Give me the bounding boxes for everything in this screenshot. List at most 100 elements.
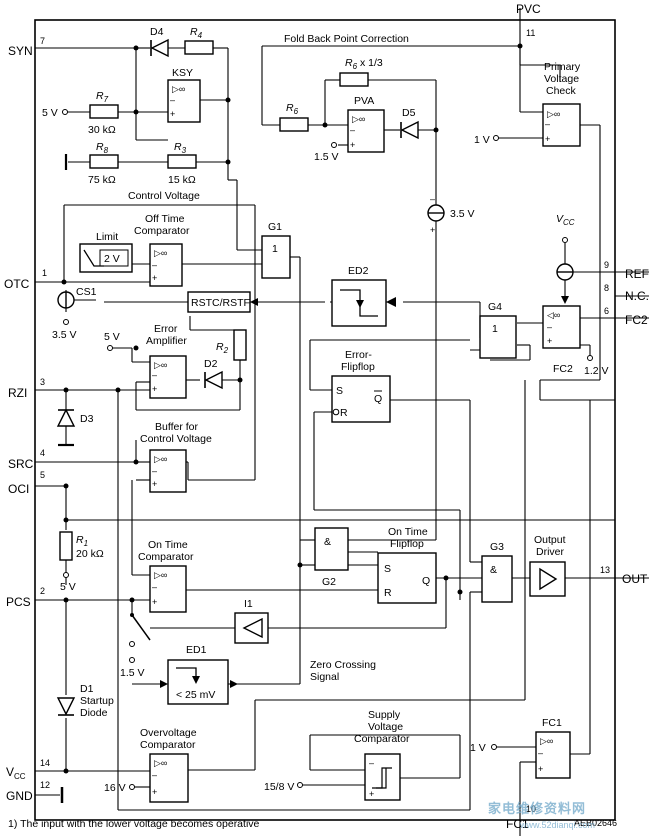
primary-voltage-check: ▷∞ – + Primary Voltage Check	[542, 61, 581, 147]
svg-text:D3: D3	[80, 413, 94, 425]
svg-text:R7: R7	[96, 90, 109, 104]
svg-text:FC2: FC2	[553, 363, 573, 375]
current-source-cs1: CS1 3.5 V	[52, 286, 97, 341]
diode-d3: D3	[56, 408, 94, 447]
svg-text:+: +	[430, 225, 435, 235]
svg-text:–: –	[369, 758, 374, 768]
svg-text:R6 x 1/3: R6 x 1/3	[345, 57, 383, 71]
svg-text:+: +	[152, 384, 157, 394]
supply-15v-pva: 1.5 V	[314, 142, 339, 163]
gate-g2: & G2	[314, 527, 349, 588]
svg-text:3: 3	[40, 377, 45, 387]
svg-text:VCC: VCC	[6, 765, 26, 781]
svg-text:Control Voltage: Control Voltage	[140, 433, 212, 445]
svg-text:–: –	[547, 322, 552, 332]
svg-text:5 V: 5 V	[60, 581, 76, 593]
pin-vcc: VCC 14	[6, 758, 150, 781]
ksy-comparator: KSY ▷∞ – +	[167, 67, 201, 123]
svg-text:7: 7	[40, 36, 45, 46]
svg-text:12: 12	[40, 780, 50, 790]
resistor-r8: R8 75 kΩ	[88, 141, 119, 186]
gate-g1: 1 G1	[261, 221, 291, 279]
pin-syn: SYN 7	[8, 36, 136, 58]
svg-text:2: 2	[40, 586, 45, 596]
svg-text:+: +	[152, 479, 157, 489]
edge-detector-ed2: ED2	[331, 265, 396, 327]
fc2-comparator: ◁∞ – + FC2	[542, 305, 581, 375]
supply-1v-pvc: 1 V	[474, 134, 499, 146]
svg-text:▷∞: ▷∞	[547, 109, 560, 119]
watermark: 家电维修资料网	[488, 801, 587, 816]
svg-text:Comparator: Comparator	[354, 733, 410, 745]
svg-text:15 kΩ: 15 kΩ	[168, 174, 196, 186]
svg-text:+: +	[170, 109, 175, 119]
svg-text:2 V: 2 V	[104, 253, 120, 265]
switch: 1.5 V	[120, 613, 151, 679]
svg-text:13: 13	[600, 565, 610, 575]
pin-gnd: GND 12	[6, 780, 64, 803]
svg-text:PVC: PVC	[516, 2, 541, 16]
svg-text:OUT: OUT	[622, 572, 648, 586]
ic-outline	[34, 19, 616, 821]
svg-text:R2: R2	[216, 341, 229, 355]
junctions	[61, 43, 523, 774]
svg-text:Comparator: Comparator	[138, 551, 194, 563]
svg-text:+: +	[545, 134, 550, 144]
svg-text:1: 1	[272, 243, 278, 255]
svg-text:–: –	[152, 466, 157, 476]
supply-voltage-comparator: – + Supply Voltage Comparator	[354, 709, 410, 801]
svg-text:Voltage: Voltage	[544, 73, 579, 85]
resistor-r7: R7 30 kΩ	[88, 90, 119, 136]
pin-ref: REF 9	[573, 260, 649, 281]
svg-text:5 V: 5 V	[42, 107, 58, 119]
limit-block: 2 V Limit	[79, 231, 133, 273]
svg-text:PCS: PCS	[6, 595, 31, 609]
svg-text:ED2: ED2	[348, 265, 369, 277]
svg-text:On Time: On Time	[148, 539, 188, 551]
svg-text:▷∞: ▷∞	[154, 360, 167, 370]
svg-text:–: –	[430, 194, 435, 204]
svg-text:OCI: OCI	[8, 482, 29, 496]
svg-text:+: +	[547, 336, 552, 346]
svg-text:D2: D2	[204, 358, 218, 370]
control-voltage-label: Control Voltage	[128, 190, 200, 202]
svg-text:+: +	[350, 140, 355, 150]
supply-15-8v: 15/8 V	[264, 781, 303, 793]
svg-text:–: –	[545, 119, 550, 129]
svg-text:R3: R3	[174, 141, 187, 155]
svg-text:14: 14	[40, 758, 50, 768]
svg-text:+: +	[152, 273, 157, 283]
svg-text:G4: G4	[488, 301, 502, 313]
pin-oci: OCI 5	[8, 470, 68, 496]
resistor-r1: R1 20 kΩ 5 V	[59, 531, 104, 593]
svg-text:▷∞: ▷∞	[352, 114, 365, 124]
svg-text:3.5 V: 3.5 V	[52, 329, 77, 341]
supply-5v-error: 5 V	[104, 331, 120, 351]
gate-g4: 1 G4	[479, 301, 517, 359]
zero-crossing-label: Zero Crossing Signal	[310, 659, 376, 683]
supply-1v-fc1: 1 V	[470, 742, 497, 754]
svg-text:Comparator: Comparator	[140, 739, 196, 751]
svg-text:G2: G2	[322, 576, 336, 588]
svg-text:8: 8	[604, 283, 609, 293]
svg-text:Supply: Supply	[368, 709, 401, 721]
watermark-url: www.52dianqi.com	[520, 820, 596, 830]
svg-text:SRC: SRC	[8, 457, 34, 471]
on-time-flipflop: S R Q On Time Flipflop	[377, 526, 437, 604]
svg-text:S: S	[384, 563, 391, 575]
svg-text:11: 11	[526, 28, 535, 38]
svg-text:▷∞: ▷∞	[154, 758, 167, 768]
resistor-r6: R6	[279, 102, 309, 132]
svg-text:Primary: Primary	[544, 61, 581, 73]
svg-text:9: 9	[604, 260, 609, 270]
svg-text:6: 6	[604, 306, 609, 316]
buffer-control-voltage: ▷∞ – + Buffer for Control Voltage	[140, 421, 212, 493]
svg-text:&: &	[324, 536, 331, 548]
error-flipflop: S R Q Error- Flipflop	[331, 349, 391, 423]
svg-text:–: –	[170, 95, 175, 105]
pin-src: SRC 4	[8, 448, 150, 471]
diode-d4: D4	[150, 26, 169, 58]
svg-text:KSY: KSY	[172, 67, 193, 79]
svg-text:Error: Error	[154, 323, 178, 335]
svg-text:5: 5	[40, 470, 45, 480]
